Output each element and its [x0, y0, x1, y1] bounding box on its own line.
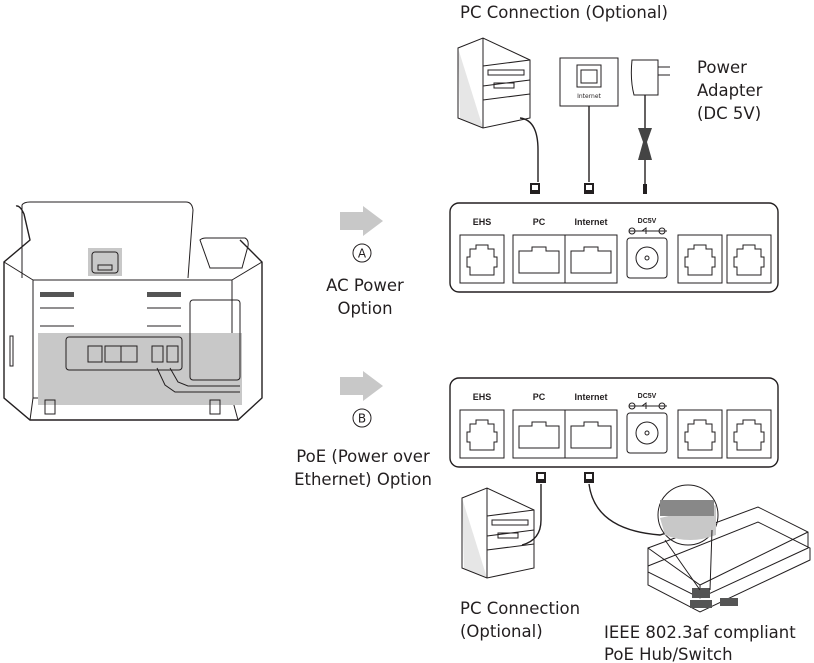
pc-cable-bottom	[521, 484, 542, 546]
power-adapter-label-2: Adapter	[697, 81, 763, 100]
option-a-circle	[352, 243, 372, 263]
arrow-b-icon	[340, 371, 383, 401]
option-b-label-2: Ethernet) Option	[294, 470, 432, 489]
option-a-label-1: AC Power	[326, 276, 404, 295]
port-label-dc5v: DC5V	[638, 393, 657, 400]
arrow-a-icon	[340, 206, 383, 236]
rj45-plug-icon	[584, 183, 594, 194]
rj45-plug-icon	[584, 472, 594, 483]
poe-switch-label-1: IEEE 802.3af compliant	[604, 623, 796, 642]
power-adapter-label-1: Power	[697, 58, 747, 77]
port-panel-a	[450, 203, 778, 292]
option-b-label-1: PoE (Power over	[296, 447, 430, 466]
port-label-pc: PC	[533, 392, 546, 402]
port-label-ehs: EHS	[473, 392, 492, 402]
pc-cable	[519, 117, 539, 182]
pc-tower-icon	[457, 37, 531, 129]
option-a-letter: A	[358, 247, 367, 261]
pc-connection-bottom-label-2: (Optional)	[460, 622, 543, 641]
pc-connection-bottom-label-1: PC Connection	[460, 599, 580, 618]
rj45-plug-icon	[536, 472, 546, 483]
internet-wall-jack: Internet	[559, 57, 619, 107]
power-adapter-icon	[630, 59, 670, 194]
poe-switch-label-2: PoE Hub/Switch	[604, 645, 733, 663]
option-a-label-2: Option	[337, 299, 392, 318]
poe-switch-icon	[647, 484, 811, 613]
pc-tower-bottom-icon	[461, 487, 535, 579]
rj45-plug-icon	[530, 183, 540, 194]
option-b-circle	[352, 408, 372, 428]
port-label-internet: Internet	[574, 392, 607, 402]
phone-back-illustration	[3, 201, 263, 421]
poe-cable	[588, 483, 691, 536]
pc-connection-top-label: PC Connection (Optional)	[460, 3, 668, 22]
port-panel-b: EHS PC Internet DC5V	[449, 377, 779, 468]
option-b-letter: B	[358, 412, 366, 426]
wall-jack-label: Internet	[577, 93, 601, 100]
power-adapter-label-3: (DC 5V)	[697, 104, 761, 123]
